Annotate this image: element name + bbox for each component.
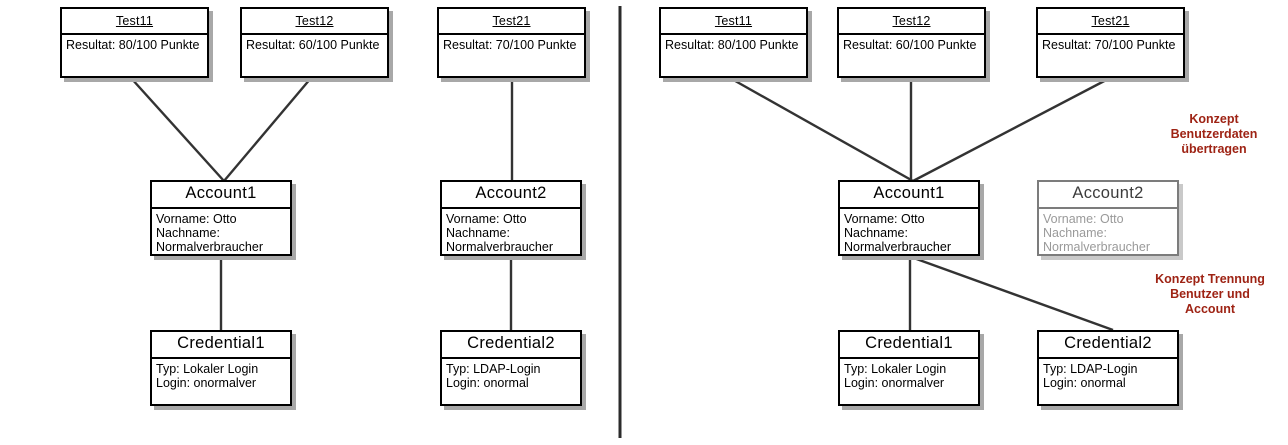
uml-box-attributes-account2: Vorname: Otto Nachname: Normalverbrauche… (1043, 212, 1150, 254)
annotation-konzept-benutzerdaten-uebertragen: Konzept Benutzerdaten übertragen (1170, 112, 1258, 156)
uml-box-attributes-credential1: Typ: Lokaler Login Login: onormalver (156, 362, 259, 390)
uml-box-attributes-test12: Resultat: 60/100 Punkte (246, 38, 380, 52)
uml-box-attributes-test11: Resultat: 80/100 Punkte (66, 38, 200, 52)
uml-box-attributes-test21: Resultat: 70/100 Punkte (443, 38, 577, 52)
association-line-test21-to-account1 (912, 76, 1111, 183)
uml-box-title-credential2: Credential2 (442, 332, 580, 359)
association-line-test11-to-account1 (130, 77, 225, 182)
uml-box-attributes-account1: Vorname: Otto Nachname: Normalverbrauche… (844, 212, 951, 254)
uml-box-title-credential2: Credential2 (1039, 332, 1177, 359)
uml-box-attributes-credential2: Typ: LDAP-Login Login: onormal (1043, 362, 1138, 390)
annotation-konzept-trennung-benutzer-account: Konzept Trennung Benutzer und Account (1155, 272, 1265, 316)
uml-box-title-credential1: Credential1 (840, 332, 978, 359)
uml-box-title-test21: Test21 (439, 9, 584, 35)
uml-box-attributes-test11: Resultat: 80/100 Punkte (665, 38, 799, 52)
uml-box-title-account1: Account1 (152, 182, 290, 209)
uml-box-title-account2: Account2 (1039, 182, 1177, 209)
uml-box-attributes-test21: Resultat: 70/100 Punkte (1042, 38, 1176, 52)
uml-box-title-test12: Test12 (242, 9, 387, 35)
uml-box-title-account2: Account2 (442, 182, 580, 209)
uml-box-attributes-credential1: Typ: Lokaler Login Login: onormalver (844, 362, 947, 390)
uml-box-title-test21: Test21 (1038, 9, 1183, 35)
uml-box-title-test11: Test11 (661, 9, 806, 35)
uml-box-attributes-test12: Resultat: 60/100 Punkte (843, 38, 977, 52)
association-line-account1-to-credential2 (910, 255, 1114, 332)
uml-box-attributes-account2: Vorname: Otto Nachname: Normalverbrauche… (446, 212, 553, 254)
uml-box-title-credential1: Credential1 (152, 332, 290, 359)
uml-box-title-test11: Test11 (62, 9, 207, 35)
uml-box-title-test12: Test12 (839, 9, 984, 35)
association-line-test11-to-account1 (729, 76, 914, 183)
uml-box-attributes-credential2: Typ: LDAP-Login Login: onormal (446, 362, 541, 390)
uml-box-attributes-account1: Vorname: Otto Nachname: Normalverbrauche… (156, 212, 263, 254)
uml-box-title-account1: Account1 (840, 182, 978, 209)
association-line-test12-to-account1 (223, 77, 312, 182)
